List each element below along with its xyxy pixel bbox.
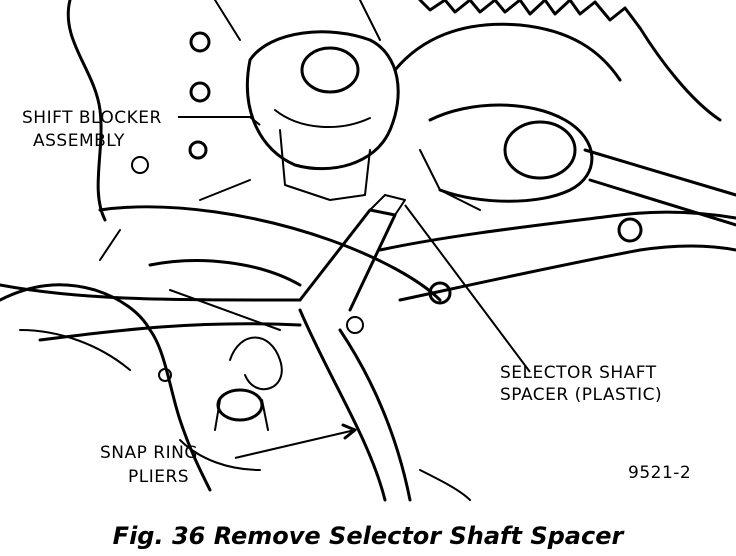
shift-blocker-leader — [178, 116, 261, 126]
label-shift-blocker-line2: ASSEMBLY — [33, 131, 125, 151]
label-snap-ring-line1: SNAP RING — [100, 443, 198, 463]
label-snap-ring-line2: PLIERS — [128, 467, 189, 487]
snap-ring-pliers-leader — [234, 429, 356, 459]
selector-spacer-leader — [404, 204, 531, 373]
label-shift-blocker-line1: SHIFT BLOCKER — [22, 108, 162, 128]
snap-ring-pliers-arrow — [341, 423, 357, 440]
label-selector-spacer-line1: SELECTOR SHAFT — [500, 363, 657, 383]
label-selector-spacer-line2: SPACER (PLASTIC) — [500, 385, 662, 405]
figure-code: 9521-2 — [628, 463, 691, 483]
transmission-housing-drawing — [0, 0, 736, 502]
figure-caption: Fig. 36 Remove Selector Shaft Spacer — [113, 522, 626, 550]
